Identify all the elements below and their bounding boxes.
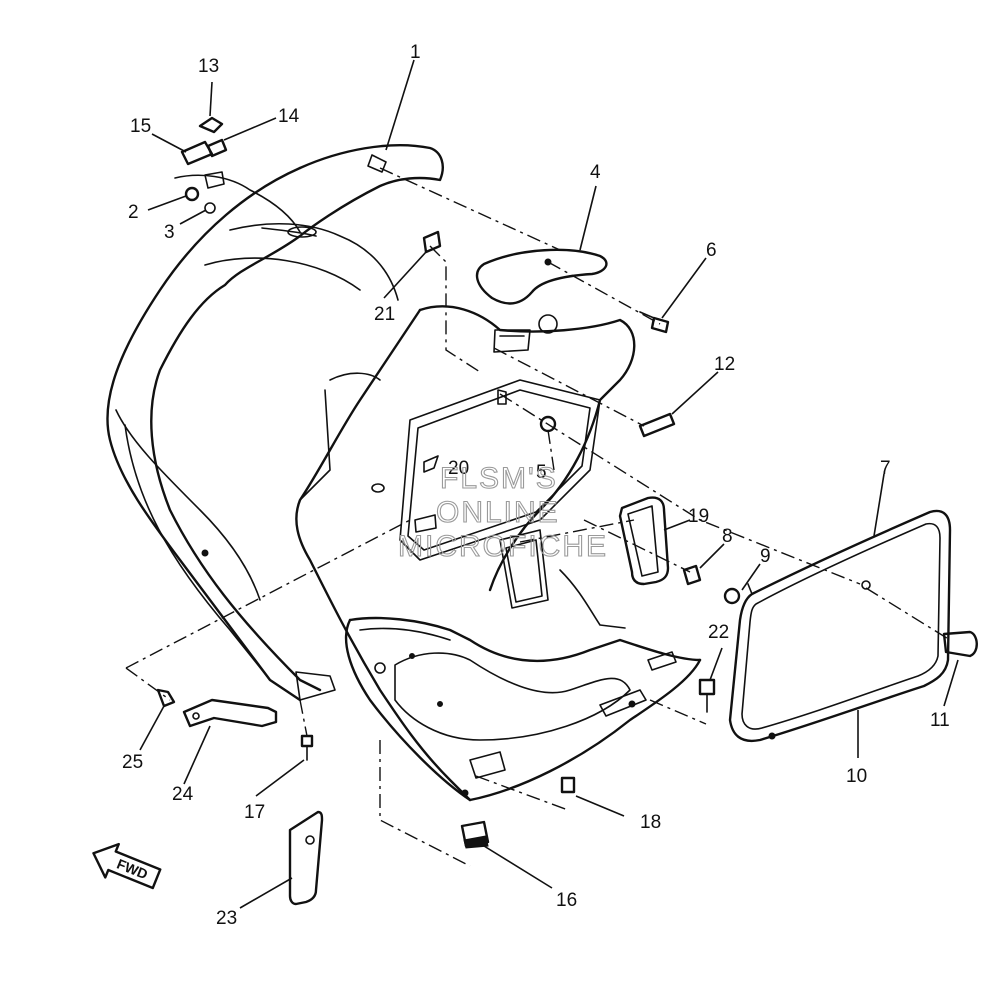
callout-25: 25: [122, 752, 143, 773]
floor-panel: [344, 529, 702, 802]
alignment-lines: [125, 167, 951, 867]
callout-4: 4: [590, 162, 601, 183]
watermark-line-2: ONLINE: [436, 496, 560, 529]
hardware-parts: [156, 116, 978, 906]
callout-21: 21: [374, 304, 395, 325]
callout-19: 19: [688, 506, 709, 527]
leader-lines: [139, 59, 959, 909]
callout-12: 12: [714, 354, 735, 375]
callout-17: 17: [244, 802, 265, 823]
watermark-line-3: MICROFICHE: [398, 530, 608, 563]
callout-3: 3: [164, 222, 175, 243]
front-cover-part-1: [106, 144, 444, 702]
forward-arrow-label: FWD: [115, 856, 151, 883]
forward-arrow-icon: FWD: [92, 842, 162, 890]
callout-18: 18: [640, 812, 661, 833]
callout-8: 8: [722, 526, 733, 547]
callout-13: 13: [198, 56, 219, 77]
callout-15: 15: [130, 116, 151, 137]
watermark-line-1: FLSM'S: [440, 462, 558, 495]
callout-2: 2: [128, 202, 139, 223]
lid-part-7-10: [728, 509, 952, 743]
callout-16: 16: [556, 890, 577, 911]
callout-24: 24: [172, 784, 194, 805]
callout-22: 22: [708, 622, 729, 643]
callout-9: 9: [760, 546, 771, 567]
callout-5: 5: [536, 462, 547, 483]
callout-14: 14: [278, 106, 300, 127]
watermark: FLSM'S ONLINE MICROFICHE: [397, 461, 608, 563]
callout-1: 1: [410, 42, 421, 63]
callout-23: 23: [216, 908, 237, 929]
callout-6: 6: [706, 240, 717, 261]
callout-11: 11: [930, 710, 950, 731]
callout-7: 7: [880, 458, 891, 479]
callout-10: 10: [846, 766, 867, 787]
inner-panel-part-4: [295, 248, 636, 802]
callout-20: 20: [448, 458, 469, 479]
callout-labels: 1 2 3 4 5 6 7 8 9 10 11 12 13 14 15 16 1…: [122, 42, 950, 929]
